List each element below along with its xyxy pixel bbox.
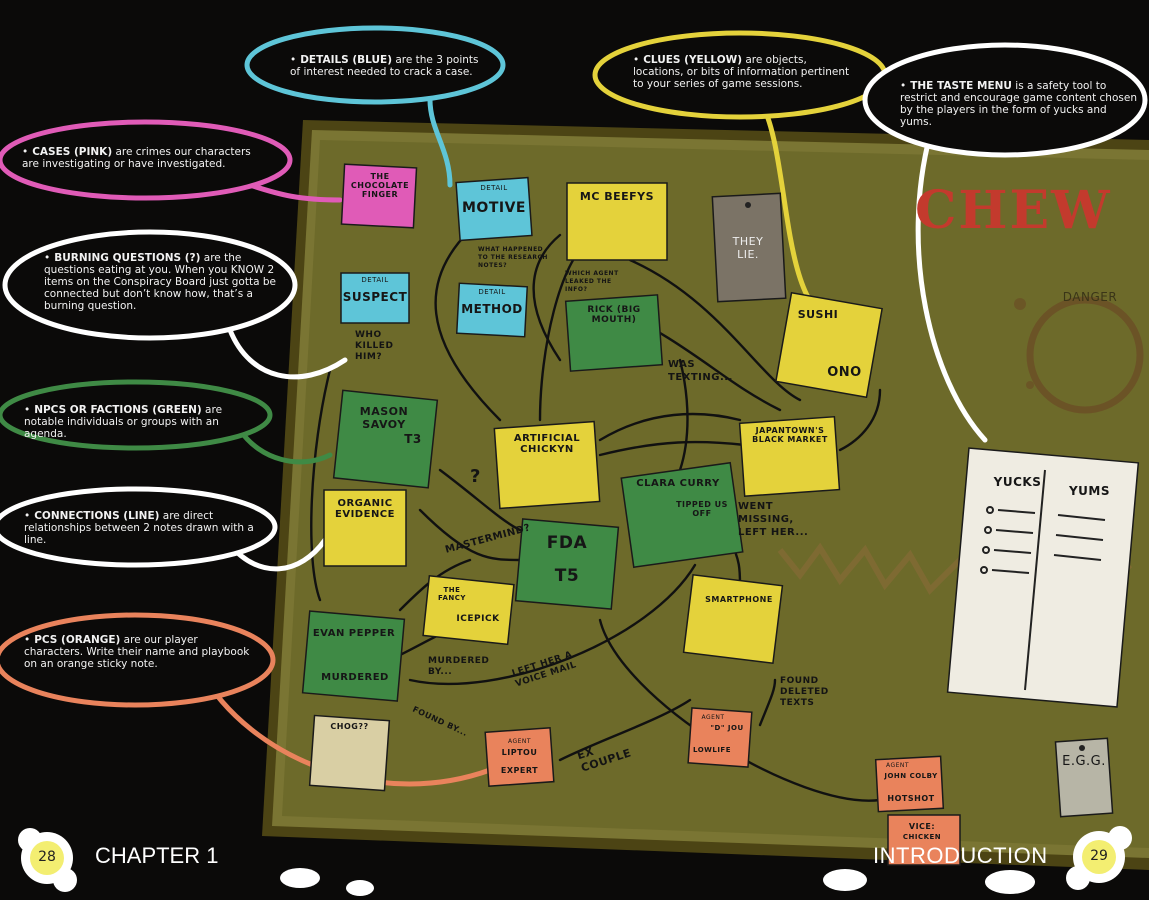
note-suspect: SUSPECT — [342, 290, 408, 304]
note-clara-curry: CLARA CURRY — [636, 478, 720, 489]
legend-connections: •CONNECTIONS (LINE) are direct relations… — [24, 510, 254, 546]
note-smartphone: SMARTPHONE — [705, 595, 773, 604]
annotation-which-agent: WHICH AGENT LEAKED THE INFO? — [565, 270, 619, 293]
chew-poster: CHEW — [915, 180, 1112, 241]
note-mc-beefys: MC BEEFYS — [579, 190, 655, 203]
legend-taste-menu: •THE TASTE MENU is a safety tool to rest… — [900, 80, 1137, 128]
note-ono: ONO — [827, 365, 862, 380]
note-hotshot: HOTSHOT — [887, 794, 935, 803]
note-mason-tier: T3 — [404, 432, 422, 446]
note-vice: VICE: — [908, 822, 936, 831]
note-egg: E.G.G. — [1062, 754, 1106, 769]
annotation-murdered-by: MURDERED BY... — [428, 656, 490, 677]
note-mason-savoy: MASON SAVOY — [359, 405, 409, 431]
annotation-who-killed: WHO KILLED HIM? — [355, 330, 394, 362]
legend-burning-questions: •BURNING QUESTIONS (?) are the questions… — [44, 252, 276, 312]
note-rick: RICK (BIG MOUTH) — [587, 305, 641, 325]
note-liptou-agent: AGENT — [507, 738, 532, 745]
annotation-was-texting: WAS TEXTING... — [668, 359, 733, 383]
note-organic-evidence: ORGANIC EVIDENCE — [335, 498, 395, 520]
note-murdered: MURDERED — [321, 672, 389, 683]
note-method-label: DETAIL — [478, 288, 506, 296]
legend-npcs: •NPCS OR FACTIONS (GREEN) are notable in… — [24, 404, 223, 440]
note-chocolate-finger: THE CHOCOLATE FINGER — [350, 172, 410, 199]
legend-clues: •CLUES (YELLOW) are objects, locations, … — [633, 54, 850, 90]
note-fda: FDA — [546, 533, 588, 553]
note-suspect-label: DETAIL — [361, 276, 389, 284]
note-fda-tier: T5 — [554, 566, 580, 586]
legend-details: •DETAILS (BLUE) are the 3 points of inte… — [290, 54, 479, 78]
note-clara-sub: TIPPED US OFF — [676, 500, 728, 518]
danger-scrawl: DANGER — [1062, 290, 1118, 304]
note-lowlife: LOWLIFE — [692, 746, 731, 754]
note-evan-pepper: EVAN PEPPER — [312, 628, 396, 639]
note-d-jou-agent: AGENT — [701, 714, 725, 721]
page-number-right: 29 — [1090, 848, 1108, 864]
note-the-fancy: THE FANCY — [438, 586, 466, 602]
annotation-question-mark: ? — [470, 466, 481, 487]
note-motive: MOTIVE — [462, 200, 526, 216]
note-vice-item: CHICKEN — [902, 833, 942, 841]
taste-menu-yums: YUMS — [1068, 484, 1111, 498]
note-chog: CHOG?? — [330, 722, 369, 731]
chapter-title: CHAPTER 1 — [95, 843, 219, 868]
note-icepick: ICEPICK — [456, 614, 500, 624]
legend-cases: •CASES (PINK) are crimes our characters … — [22, 146, 251, 170]
annotation-what-happened: WHAT HAPPENED TO THE RESEARCH NOTES? — [478, 246, 548, 269]
section-title: INTRODUCTION — [873, 843, 1048, 868]
note-liptou: LIPTOU — [501, 748, 538, 757]
note-they-lie: THEY LIE. — [732, 235, 764, 261]
note-method: METHOD — [461, 302, 523, 316]
note-liptou-role: EXPERT — [500, 766, 539, 775]
note-artificial-chickyn: ARTIFICIAL CHICKYN — [513, 433, 581, 455]
note-japantown-black-market: JAPANTOWN'S BLACK MARKET — [752, 426, 828, 444]
legend-pcs: •PCS (ORANGE) are our player characters.… — [24, 634, 250, 670]
note-colby-agent: AGENT — [885, 762, 910, 769]
annotation-found-deleted: FOUND DELETED TEXTS — [780, 676, 829, 708]
page-number-left: 28 — [38, 849, 56, 865]
note-sushi: SUSHI — [797, 308, 839, 321]
note-motive-label: DETAIL — [480, 184, 508, 192]
note-d-jou: "D" JOU — [710, 724, 744, 732]
annotation-went-missing: WENT MISSING, LEFT HER... — [738, 501, 809, 538]
note-john-colby: JOHN COLBY — [884, 772, 938, 780]
taste-menu-yucks: YUCKS — [993, 475, 1042, 489]
